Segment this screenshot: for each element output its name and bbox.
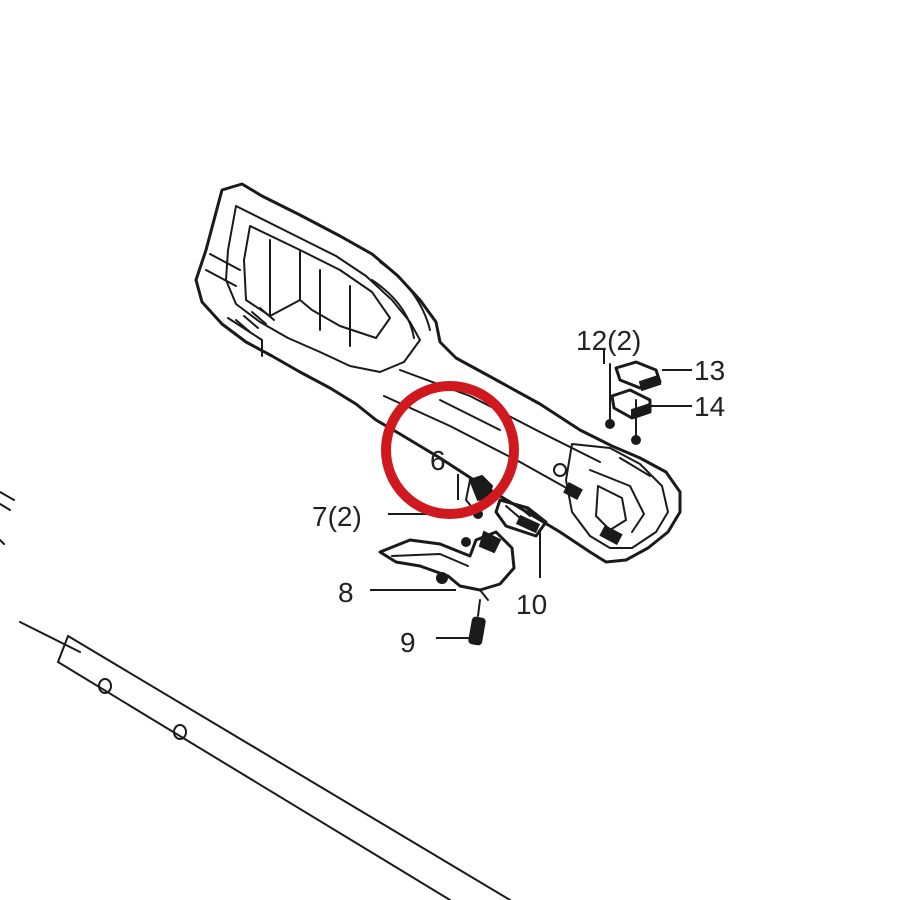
callout-8: 8 (338, 577, 354, 608)
part-12-screws (605, 363, 641, 445)
handle-housing (194, 182, 682, 564)
part-10-switch (494, 498, 548, 538)
callout-9: 9 (400, 627, 416, 658)
support-rod (0, 491, 511, 900)
part-13-button-cap (614, 360, 662, 392)
callout-14: 14 (694, 391, 725, 422)
callout-7: 7(2) (312, 501, 362, 532)
callout-13: 13 (694, 355, 725, 386)
part-14-button (610, 388, 652, 420)
part-9-spring (468, 599, 486, 646)
callout-12: 12(2) (576, 325, 641, 356)
callout-labels: 6 7(2) 8 9 10 12(2) 13 14 (312, 325, 725, 658)
callout-10: 10 (516, 589, 547, 620)
callout-6: 6 (430, 445, 446, 476)
part-8-trigger (378, 530, 516, 601)
highlight-circle (381, 381, 519, 519)
